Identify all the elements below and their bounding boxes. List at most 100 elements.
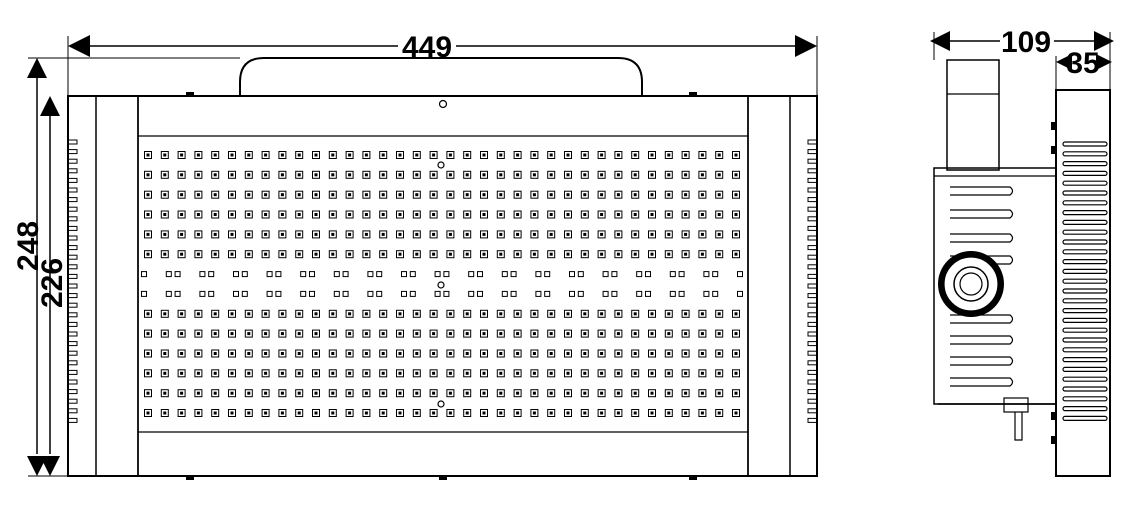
led-cell xyxy=(669,290,676,297)
led-cell xyxy=(429,349,438,358)
led-cell xyxy=(468,271,475,278)
led-cell xyxy=(715,389,724,398)
led-cell xyxy=(547,170,556,179)
led-cell xyxy=(480,329,488,338)
led-cell xyxy=(244,309,253,318)
led-cell xyxy=(396,389,404,398)
led-cell xyxy=(295,309,304,318)
led-cell xyxy=(535,290,542,297)
led-cell xyxy=(328,309,337,318)
led-cell xyxy=(328,349,337,358)
led-cell xyxy=(446,409,455,417)
led-cell xyxy=(681,389,690,398)
led-cell xyxy=(295,369,304,378)
led-cell xyxy=(732,329,740,338)
led-cell xyxy=(429,190,438,199)
led-cell xyxy=(664,190,673,199)
led-cell xyxy=(597,329,606,338)
side-housing xyxy=(1055,89,1111,477)
led-cell xyxy=(300,271,307,278)
led-cell xyxy=(463,210,472,219)
led-cell xyxy=(597,170,606,179)
led-cell xyxy=(648,210,656,219)
led-cell xyxy=(144,389,152,398)
led-cell xyxy=(199,271,206,278)
led-cell xyxy=(580,309,589,318)
led-matrix xyxy=(141,151,743,417)
dimension-depth-body: 35 xyxy=(1066,47,1099,80)
led-cell xyxy=(295,151,304,159)
led-cell xyxy=(698,190,707,199)
led-cell xyxy=(715,170,724,179)
led-cell xyxy=(412,369,421,378)
led-cell xyxy=(664,151,673,159)
led-cell xyxy=(228,349,236,358)
led-cell xyxy=(580,170,589,179)
led-cell xyxy=(480,309,488,318)
led-cell xyxy=(429,309,438,318)
led-cell xyxy=(530,349,539,358)
led-cell xyxy=(597,369,606,378)
led-cell xyxy=(648,250,656,259)
led-cell xyxy=(544,290,551,297)
led-cell xyxy=(564,329,572,338)
led-cell xyxy=(312,210,320,219)
led-cell xyxy=(312,230,320,239)
led-cell xyxy=(496,230,505,239)
led-cell xyxy=(412,210,421,219)
led-cell xyxy=(648,190,656,199)
led-cell xyxy=(712,290,719,297)
led-cell xyxy=(547,309,556,318)
led-cell xyxy=(648,389,656,398)
led-cell xyxy=(211,369,220,378)
arrow-top xyxy=(27,58,47,78)
led-cell xyxy=(295,210,304,219)
led-cell xyxy=(160,170,169,179)
led-cell xyxy=(611,290,618,297)
led-cell xyxy=(614,230,623,239)
led-cell xyxy=(547,389,556,398)
tilt-knob xyxy=(938,251,1004,317)
led-cell xyxy=(328,190,337,199)
led-cell xyxy=(614,170,623,179)
led-cell xyxy=(144,309,152,318)
led-cell xyxy=(429,329,438,338)
led-cell xyxy=(278,250,287,259)
led-cell xyxy=(396,409,404,417)
led-cell xyxy=(312,389,320,398)
led-cell xyxy=(513,250,522,259)
led-cell xyxy=(177,329,186,338)
led-cell xyxy=(564,349,572,358)
led-cell xyxy=(463,230,472,239)
led-cell xyxy=(513,329,522,338)
led-cell xyxy=(446,170,455,179)
led-cell xyxy=(513,230,522,239)
led-cell xyxy=(412,170,421,179)
led-cell xyxy=(362,309,371,318)
led-cell xyxy=(664,170,673,179)
led-cell xyxy=(535,271,542,278)
led-cell xyxy=(177,250,186,259)
led-cell xyxy=(312,250,320,259)
led-cell xyxy=(396,250,404,259)
led-cell xyxy=(544,271,551,278)
led-cell xyxy=(698,210,707,219)
led-cell xyxy=(345,170,354,179)
led-cell xyxy=(480,349,488,358)
led-cell xyxy=(144,250,152,259)
right-cooling-fins xyxy=(807,139,818,423)
led-cell xyxy=(597,349,606,358)
led-cell xyxy=(496,349,505,358)
led-cell xyxy=(715,230,724,239)
led-cell xyxy=(678,290,685,297)
led-cell xyxy=(547,329,556,338)
led-cell xyxy=(211,210,220,219)
led-cell xyxy=(261,349,270,358)
led-cell xyxy=(496,210,505,219)
led-cell xyxy=(396,210,404,219)
led-cell xyxy=(681,230,690,239)
led-cell xyxy=(275,290,282,297)
led-cell xyxy=(564,170,572,179)
led-cell xyxy=(715,409,724,417)
led-cell xyxy=(732,230,740,239)
